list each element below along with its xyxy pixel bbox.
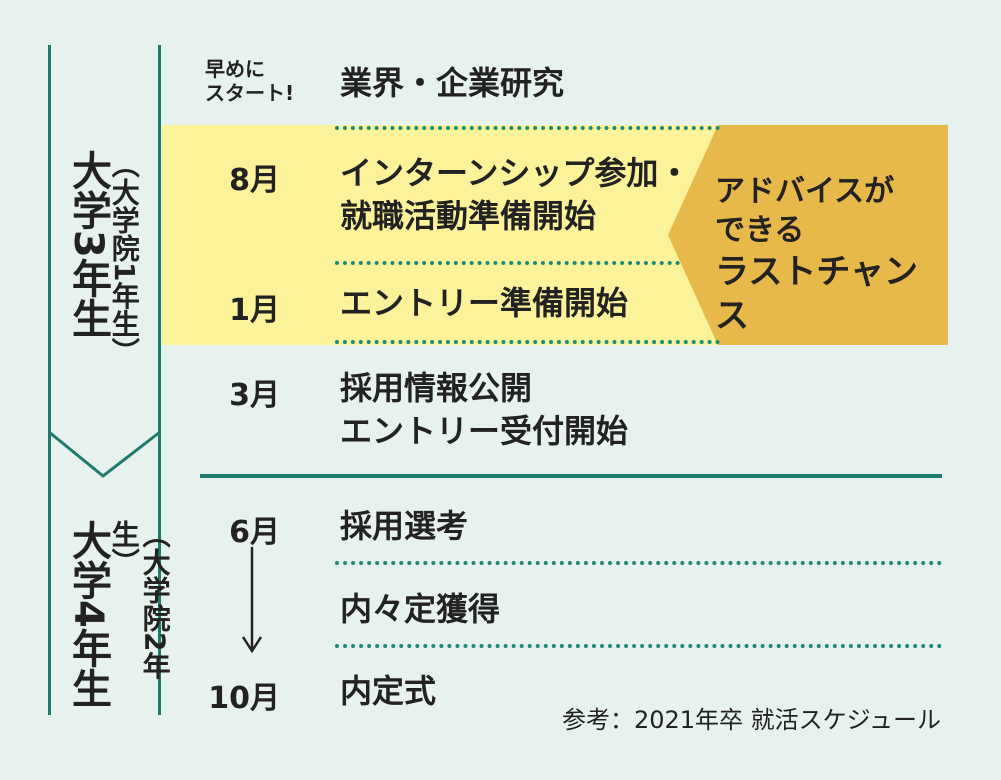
event-info-release: 採用情報公開 エントリー受付開始 xyxy=(340,369,629,451)
event-selection: 採用選考 xyxy=(340,507,469,545)
month-10: 10月 xyxy=(208,681,280,716)
month-8: 8月 xyxy=(229,163,280,198)
year-3-label: 大学3年生 xyxy=(65,150,111,338)
arrow-down-icon xyxy=(241,547,263,654)
advice-callout xyxy=(668,125,948,345)
month-1: 1月 xyxy=(229,293,280,328)
event-naitei: 内々定獲得 xyxy=(340,590,501,628)
month-3: 3月 xyxy=(229,378,280,413)
highlight-band xyxy=(162,125,717,345)
source-note: 参考：2021年卒 就活スケジュール xyxy=(561,706,941,734)
separator-dotted-2 xyxy=(335,261,680,265)
early-start-label: 早めに スタート! xyxy=(205,57,295,105)
month-6: 6月 xyxy=(229,515,280,550)
year-divider-chevron xyxy=(48,430,161,478)
year-3-sub-label: （大学院1年生） xyxy=(107,150,141,366)
left-timeline-line xyxy=(48,45,51,715)
year-4-sub-label: （大学院2年生） xyxy=(107,520,172,680)
advice-text: アドバイスが できる ラストチャンス xyxy=(715,174,918,337)
separator-dotted-5 xyxy=(335,644,942,648)
separator-year-line xyxy=(200,474,942,478)
separator-dotted-1 xyxy=(335,126,720,130)
year-4-label: 大学4年生 xyxy=(65,520,111,708)
event-ceremony: 内定式 xyxy=(340,672,437,710)
event-internship: インターンシップ参加・ 就職活動準備開始 xyxy=(340,154,691,236)
right-timeline-line xyxy=(158,45,161,715)
separator-dotted-3 xyxy=(335,340,720,344)
event-entry-prep: エントリー準備開始 xyxy=(340,284,629,322)
separator-dotted-4 xyxy=(335,561,942,565)
event-research: 業界・企業研究 xyxy=(340,64,565,102)
